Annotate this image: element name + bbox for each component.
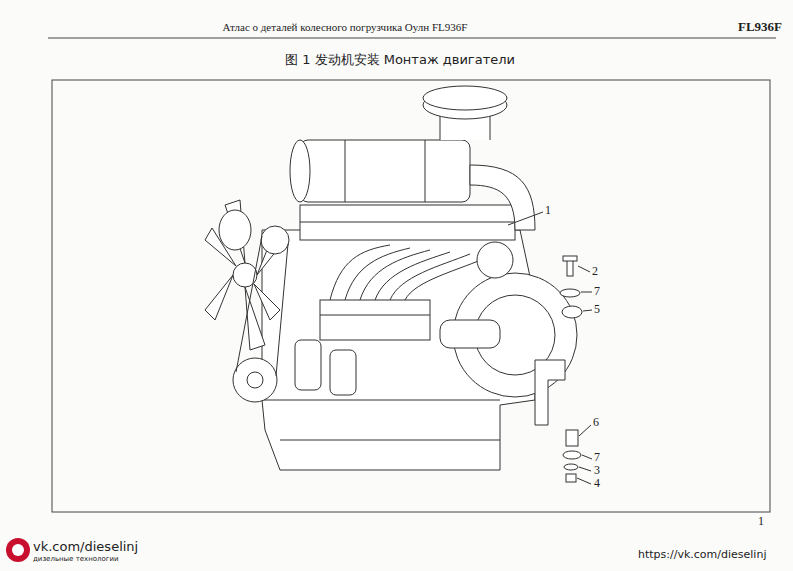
model-code: FL936F xyxy=(738,20,782,33)
logo xyxy=(6,538,30,562)
callout-number: 6 xyxy=(593,416,599,428)
leader-lines xyxy=(508,212,592,484)
watermark: vk.com/dieselinj xyxy=(33,540,138,553)
page-frame xyxy=(48,38,776,512)
watermark: https://vk.com/dieselinj xyxy=(638,549,766,560)
callout-number: 7 xyxy=(594,285,600,297)
mount-parts xyxy=(560,256,582,482)
callout-number: 5 xyxy=(594,303,600,315)
callout-number: 3 xyxy=(594,464,600,476)
engine-drawing xyxy=(205,86,577,470)
watermark: дизельные технологии xyxy=(33,556,119,563)
page-header: Атлас о деталей колесного погрузчика Оул… xyxy=(223,22,468,33)
callout-number: 7 xyxy=(594,451,600,463)
callout-number: 1 xyxy=(545,204,551,216)
callout-number: 2 xyxy=(592,265,598,277)
page-number: 1 xyxy=(758,515,764,527)
callout-number: 4 xyxy=(594,477,600,489)
figure-title: 图 1 发动机安装 Монтаж двигатели xyxy=(285,53,515,66)
